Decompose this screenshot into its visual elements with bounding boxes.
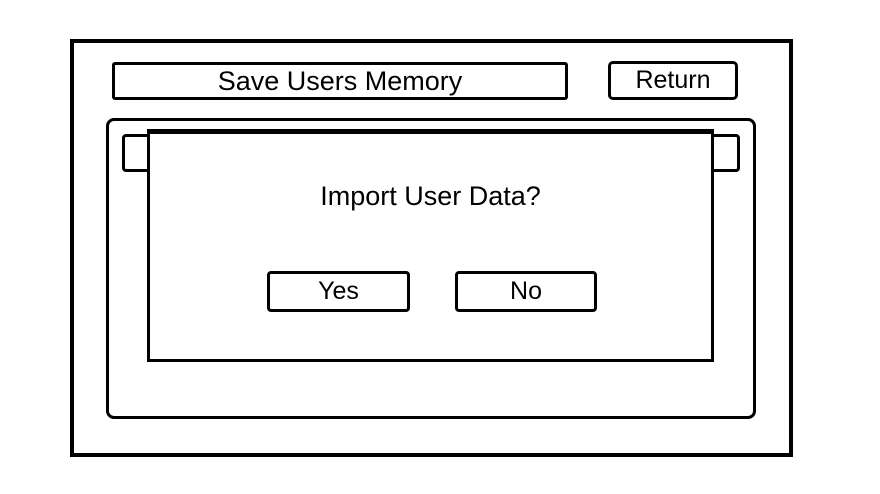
no-button[interactable]: No [455,271,597,312]
page-title-label: Save Users Memory [217,65,463,96]
yes-button-label: Yes [318,277,359,305]
yes-button[interactable]: Yes [267,271,410,312]
no-button-label: No [510,277,542,305]
dialog-message: Import User Data? [320,181,541,211]
return-button-label: Return [635,66,711,94]
screen-frame [70,39,793,457]
page-title: Save Users Memory [112,62,568,100]
return-button[interactable]: Return [608,61,738,100]
import-user-data-dialog: Import User Data? Yes No [147,129,714,362]
